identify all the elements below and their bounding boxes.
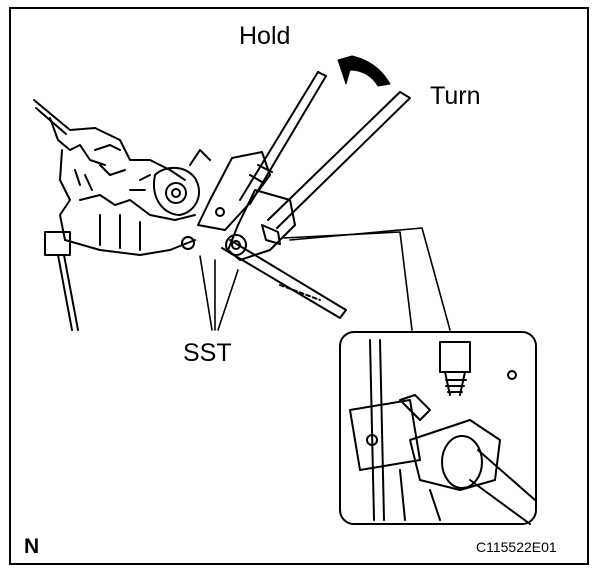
hold-label: Hold — [239, 22, 291, 50]
sst-leader-lines — [199, 255, 239, 331]
figure-code: C115522E01 — [476, 539, 557, 555]
steering-gear-housing — [33, 99, 211, 331]
rotation-arrow — [337, 55, 391, 87]
sst-long-bar — [221, 239, 347, 319]
sst-hold-handle — [239, 71, 327, 205]
figure-border — [9, 7, 589, 565]
sst-label: SST — [183, 339, 232, 367]
orientation-marker: N — [24, 535, 40, 558]
inset-magnified-view — [339, 331, 537, 525]
sst-tool-heads — [197, 151, 296, 261]
turn-label: Turn — [430, 82, 481, 110]
sst-turn-handle — [267, 91, 411, 229]
inset-callout-lines — [283, 227, 451, 331]
